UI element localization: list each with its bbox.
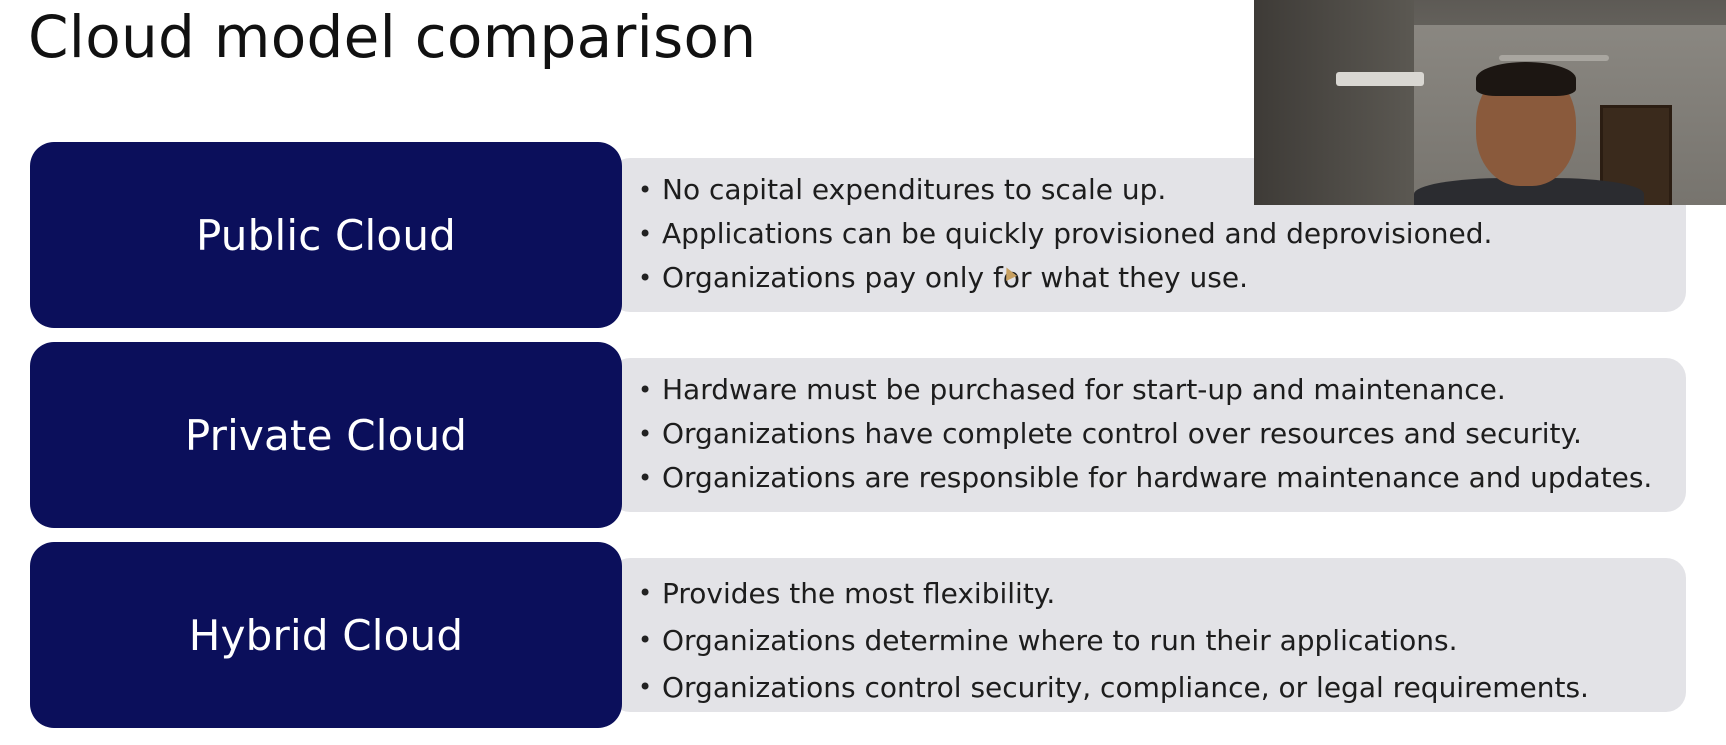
bullet-item: • Organizations pay only for what they us… bbox=[638, 256, 1686, 300]
bullet-item: • Provides the most flexibility. bbox=[638, 570, 1686, 617]
bullet-item: • Applications can be quickly provisioned… bbox=[638, 212, 1686, 256]
label-public-cloud: Public Cloud bbox=[195, 210, 457, 260]
bullet-text: Organizations determine where to run the… bbox=[662, 624, 1458, 657]
details-box-public-cloud: • No capital expenditures to scale up. • A… bbox=[610, 158, 1686, 312]
details-box-hybrid-cloud: • Provides the most flexibility. • Organiz… bbox=[610, 558, 1686, 712]
bullet-text: Organizations have complete control over… bbox=[662, 417, 1582, 450]
slide-title: Cloud model comparison bbox=[28, 3, 757, 71]
label-box-private-cloud: Private Cloud bbox=[30, 342, 622, 528]
webcam-background bbox=[1336, 72, 1424, 86]
bullet-text: No capital expenditures to scale up. bbox=[662, 173, 1167, 206]
bullet-dot-icon: • bbox=[638, 579, 653, 607]
label-private-cloud: Private Cloud bbox=[184, 410, 468, 460]
bullet-dot-icon: • bbox=[638, 420, 653, 448]
bullet-dot-icon: • bbox=[638, 176, 653, 204]
cloud-row-hybrid: Hybrid Cloud • Provides the most flexibil… bbox=[30, 542, 1686, 728]
cloud-row-public: Public Cloud • No capital expenditures to… bbox=[30, 142, 1686, 328]
bullet-item: • No capital expenditures to scale up. bbox=[638, 168, 1686, 212]
webcam-background bbox=[1254, 0, 1414, 205]
bullet-dot-icon: • bbox=[638, 673, 653, 701]
webcam-background bbox=[1499, 55, 1609, 61]
presenter-figure bbox=[1476, 62, 1576, 96]
bullet-text: Organizations pay only for what they use… bbox=[662, 261, 1248, 294]
label-hybrid-cloud: Hybrid Cloud bbox=[188, 610, 464, 660]
bullet-dot-icon: • bbox=[638, 264, 653, 292]
details-box-private-cloud: • Hardware must be purchased for start-up… bbox=[610, 358, 1686, 512]
bullet-text: Hardware must be purchased for start-up … bbox=[662, 373, 1506, 406]
bullet-text: Applications can be quickly provisioned … bbox=[662, 217, 1493, 250]
bullet-dot-icon: • bbox=[638, 376, 653, 404]
bullet-list-public-cloud: • No capital expenditures to scale up. • A… bbox=[638, 168, 1686, 300]
label-box-hybrid-cloud: Hybrid Cloud bbox=[30, 542, 622, 728]
bullet-list-hybrid-cloud: • Provides the most flexibility. • Organiz… bbox=[638, 570, 1686, 711]
bullet-dot-icon: • bbox=[638, 464, 653, 492]
bullet-item: • Organizations control security, complia… bbox=[638, 664, 1686, 711]
cloud-row-private: Private Cloud • Hardware must be purchase… bbox=[30, 342, 1686, 528]
bullet-dot-icon: • bbox=[638, 626, 653, 654]
bullet-item: • Organizations are responsible for hardw… bbox=[638, 456, 1686, 500]
bullet-text: Organizations are responsible for hardwa… bbox=[662, 461, 1653, 494]
bullet-text: Organizations control security, complian… bbox=[662, 671, 1589, 704]
webcam-video-overlay bbox=[1254, 0, 1726, 205]
bullet-list-private-cloud: • Hardware must be purchased for start-up… bbox=[638, 368, 1686, 500]
bullet-item: • Organizations have complete control ove… bbox=[638, 412, 1686, 456]
label-box-public-cloud: Public Cloud bbox=[30, 142, 622, 328]
bullet-text: Provides the most flexibility. bbox=[662, 577, 1056, 610]
bullet-item: • Hardware must be purchased for start-up… bbox=[638, 368, 1686, 412]
bullet-item: • Organizations determine where to run th… bbox=[638, 617, 1686, 664]
bullet-dot-icon: • bbox=[638, 220, 653, 248]
